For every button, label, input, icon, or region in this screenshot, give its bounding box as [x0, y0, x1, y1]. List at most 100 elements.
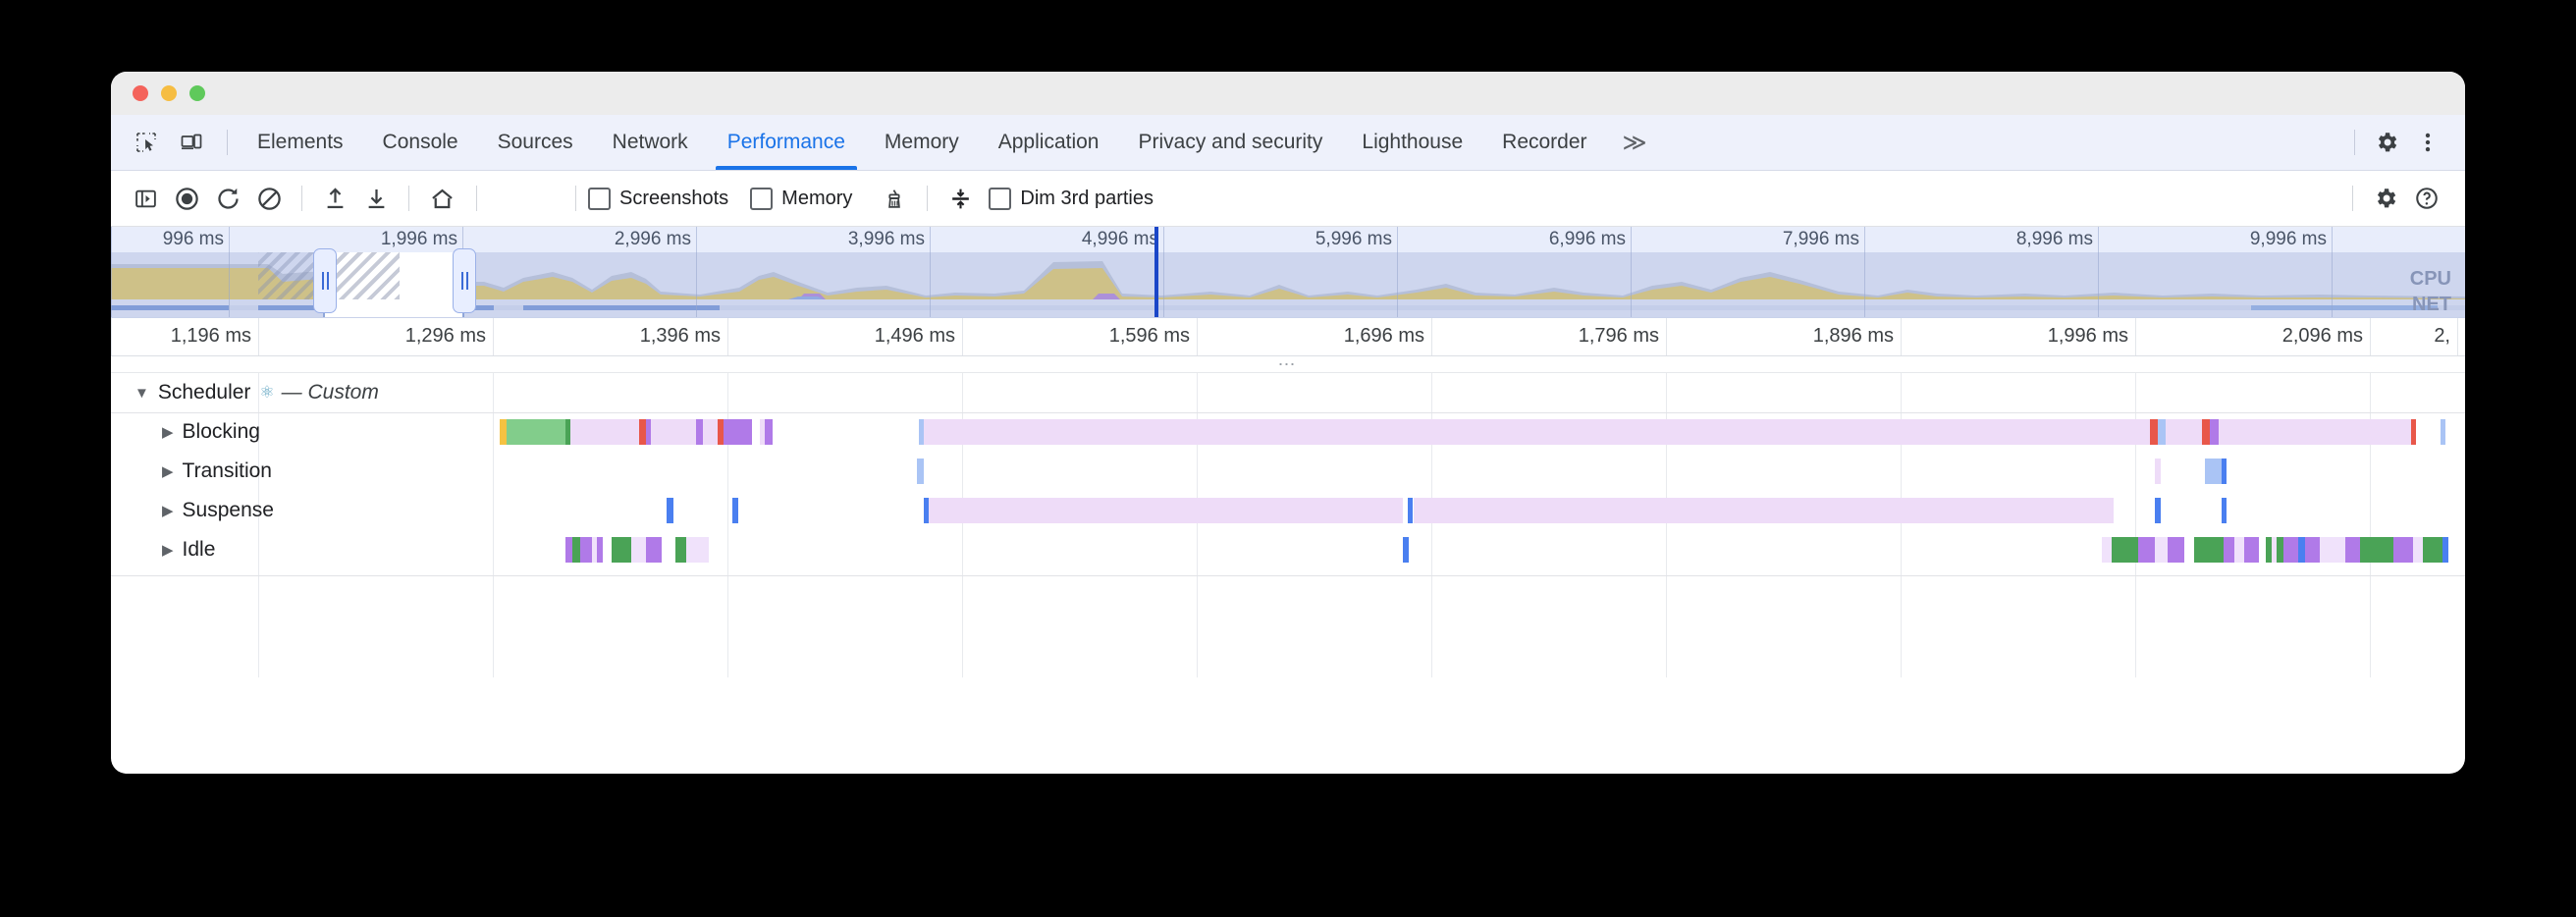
tab-console[interactable]: Console	[363, 115, 478, 170]
flame-event-blocking[interactable]	[500, 419, 507, 445]
track-events-blocking[interactable]	[111, 419, 2465, 445]
flame-event-idle[interactable]	[630, 537, 646, 563]
flame-event-idle[interactable]	[2244, 537, 2260, 563]
overview-selection-window[interactable]	[323, 252, 464, 317]
flame-event-blocking[interactable]	[2166, 419, 2202, 445]
chevron-right-icon[interactable]: ▶	[162, 463, 174, 480]
flame-event-blocking[interactable]	[918, 419, 924, 445]
track-group-scheduler[interactable]: ▼ Scheduler ⚛ — Custom	[111, 373, 2465, 412]
settings-gear-icon[interactable]	[2367, 123, 2406, 162]
flame-event-idle[interactable]	[1402, 537, 1410, 563]
flame-chart-tracks[interactable]: ▼ Scheduler ⚛ — Custom ▶ Blocking ▶ Tran…	[111, 373, 2465, 677]
flame-event-idle[interactable]	[571, 537, 580, 563]
flame-event-suspense[interactable]	[731, 498, 739, 523]
flame-event-idle[interactable]	[2412, 537, 2423, 563]
track-label-transition[interactable]: ▶ Transition	[162, 452, 272, 491]
collect-garbage-icon[interactable]	[874, 178, 915, 219]
toggle-sidebar-button[interactable]	[125, 178, 166, 219]
screenshots-checkbox[interactable]: Screenshots	[588, 187, 728, 210]
flame-event-suspense[interactable]	[2221, 498, 2227, 523]
flame-event-idle[interactable]	[2442, 537, 2449, 563]
clear-button[interactable]	[248, 178, 290, 219]
device-toolbar-icon[interactable]	[172, 123, 211, 162]
track-label-blocking[interactable]: ▶ Blocking	[162, 412, 260, 452]
flame-event-suspense[interactable]	[928, 498, 1403, 523]
tab-privacy-and-security[interactable]: Privacy and security	[1118, 115, 1342, 170]
save-profile-button[interactable]	[355, 178, 397, 219]
flame-event-idle[interactable]	[2304, 537, 2320, 563]
flame-event-idle[interactable]	[2112, 537, 2138, 563]
flame-event-idle[interactable]	[2283, 537, 2299, 563]
flame-event-blocking[interactable]	[760, 419, 766, 445]
flame-event-blocking[interactable]	[645, 419, 651, 445]
track-row-idle[interactable]: ▶ Idle	[111, 530, 2465, 569]
flame-event-blocking[interactable]	[2157, 419, 2167, 445]
chevron-right-icon[interactable]: ▶	[162, 503, 174, 519]
tab-memory[interactable]: Memory	[865, 115, 979, 170]
flame-event-blocking[interactable]	[569, 419, 639, 445]
flame-event-idle[interactable]	[591, 537, 597, 563]
more-options-kebab-icon[interactable]	[2408, 123, 2447, 162]
flame-event-blocking[interactable]	[564, 419, 570, 445]
flame-event-idle[interactable]	[611, 537, 631, 563]
flame-event-transition[interactable]	[2154, 458, 2162, 484]
flame-event-blocking[interactable]	[638, 419, 646, 445]
flame-event-idle[interactable]	[2298, 537, 2305, 563]
flame-event-blocking[interactable]	[2201, 419, 2211, 445]
flame-event-suspense[interactable]	[1414, 498, 2114, 523]
flame-event-idle[interactable]	[596, 537, 604, 563]
home-button[interactable]	[421, 178, 462, 219]
more-tabs-icon[interactable]: ≫	[1607, 115, 1661, 170]
flame-event-blocking[interactable]	[923, 419, 2150, 445]
track-row-transition[interactable]: ▶ Transition	[111, 452, 2465, 491]
flame-event-suspense[interactable]	[923, 498, 929, 523]
flame-event-blocking[interactable]	[717, 419, 724, 445]
flame-event-transition[interactable]	[2205, 458, 2222, 484]
tab-application[interactable]: Application	[979, 115, 1119, 170]
tab-recorder[interactable]: Recorder	[1482, 115, 1606, 170]
flame-event-idle[interactable]	[2154, 537, 2168, 563]
flame-event-idle[interactable]	[2360, 537, 2393, 563]
flame-event-idle[interactable]	[2345, 537, 2361, 563]
flame-event-idle[interactable]	[2137, 537, 2155, 563]
flame-event-idle[interactable]	[2193, 537, 2224, 563]
flame-event-idle[interactable]	[2277, 537, 2284, 563]
track-events-idle[interactable]	[111, 537, 2465, 563]
flame-event-blocking[interactable]	[2411, 419, 2417, 445]
flame-event-idle[interactable]	[674, 537, 687, 563]
timeline-ruler[interactable]: 1,196 ms 1,296 ms 1,396 ms 1,496 ms 1,59…	[111, 318, 2465, 356]
flame-event-blocking[interactable]	[2210, 419, 2219, 445]
flame-event-suspense[interactable]	[667, 498, 673, 523]
flame-event-blocking[interactable]	[765, 419, 774, 445]
flame-event-idle[interactable]	[686, 537, 710, 563]
flame-event-idle[interactable]	[2102, 537, 2113, 563]
flame-event-idle[interactable]	[2223, 537, 2235, 563]
flame-event-idle[interactable]	[645, 537, 663, 563]
flame-event-blocking[interactable]	[506, 419, 565, 445]
minimize-window-button[interactable]	[161, 85, 177, 101]
flame-event-blocking[interactable]	[2218, 419, 2412, 445]
flame-event-blocking[interactable]	[696, 419, 703, 445]
chevron-right-icon[interactable]: ▶	[162, 542, 174, 559]
flame-event-idle[interactable]	[579, 537, 592, 563]
track-row-suspense[interactable]: ▶ Suspense	[111, 491, 2465, 530]
flame-event-blocking[interactable]	[650, 419, 697, 445]
flame-event-idle[interactable]	[2272, 537, 2278, 563]
flame-event-blocking[interactable]	[2441, 419, 2445, 445]
resize-grip[interactable]: ⋯	[111, 354, 2465, 374]
memory-checkbox[interactable]: Memory	[750, 187, 852, 210]
capture-settings-gear-icon[interactable]	[2365, 178, 2406, 219]
track-label-idle[interactable]: ▶ Idle	[162, 530, 215, 569]
overview-ruler[interactable]: 996 ms 1,996 ms 2,996 ms 3,996 ms 4,996 …	[111, 227, 2465, 317]
overview-right-handle[interactable]	[453, 248, 476, 313]
flame-event-transition[interactable]	[2221, 458, 2227, 484]
flame-event-suspense[interactable]	[1407, 498, 1413, 523]
record-button[interactable]	[166, 178, 207, 219]
chevron-right-icon[interactable]: ▶	[162, 424, 174, 441]
load-profile-button[interactable]	[314, 178, 355, 219]
track-events-transition[interactable]	[111, 458, 2465, 484]
flame-event-idle[interactable]	[2319, 537, 2346, 563]
track-row-blocking[interactable]: ▶ Blocking	[111, 412, 2465, 452]
flame-event-idle[interactable]	[564, 537, 572, 563]
timeline-overview[interactable]: 996 ms 1,996 ms 2,996 ms 3,996 ms 4,996 …	[111, 227, 2465, 318]
